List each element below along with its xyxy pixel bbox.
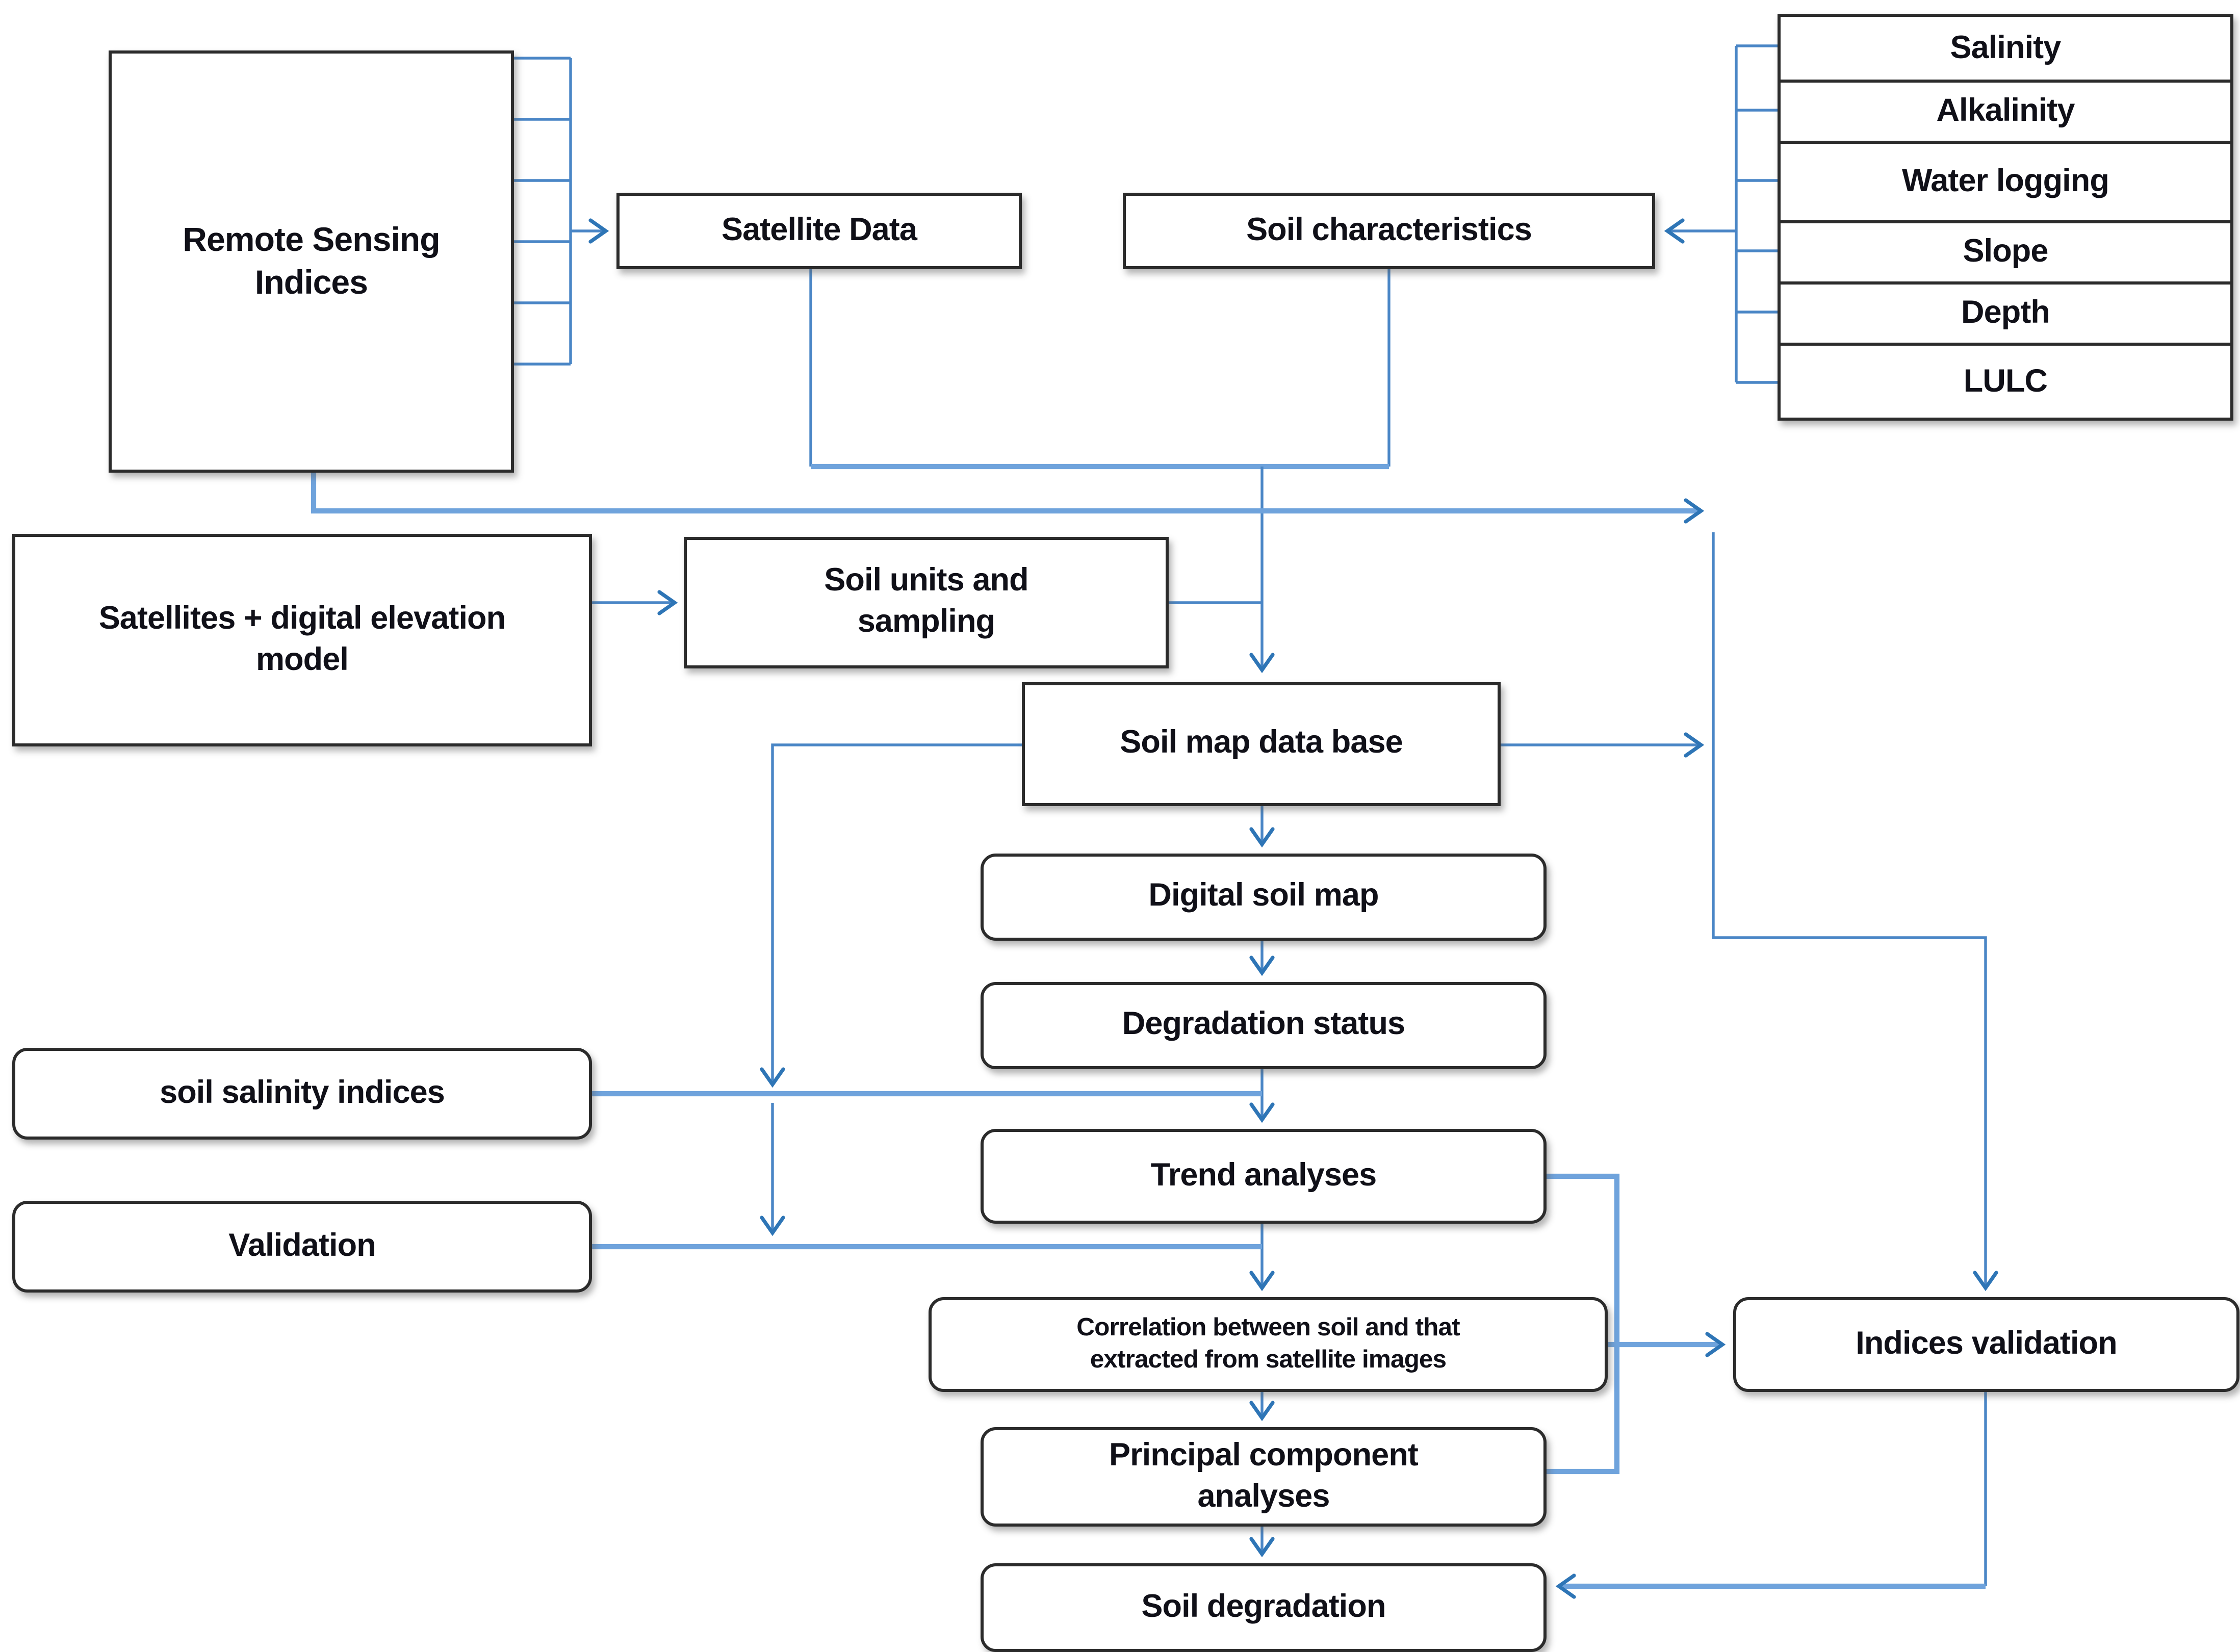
table-row-water-logging: Water logging	[1781, 144, 2230, 223]
node-validation-label: Validation	[228, 1227, 376, 1263]
node-satellite-data-label: Satellite Data	[721, 212, 917, 247]
connector-right-route-to-indices-validation	[1712, 532, 1998, 1292]
node-degradation-status-label: Degradation status	[1122, 1006, 1405, 1042]
table-row-salinity-label: Salinity	[1950, 30, 2062, 65]
node-pca: Principal component analyses	[981, 1427, 1547, 1527]
node-soil-degradation: Soil degradation	[981, 1563, 1547, 1652]
node-soil-units: Soil units and sampling	[684, 537, 1169, 668]
node-remote-sensing-indices: Remote Sensing Indices	[109, 50, 514, 473]
node-soil-salinity-indices: soil salinity indices	[12, 1048, 592, 1140]
node-soil-degradation-label: Soil degradation	[1141, 1588, 1386, 1624]
table-row-slope-label: Slope	[1963, 234, 2048, 269]
node-soil-characteristics: Soil characteristics	[1123, 193, 1655, 269]
node-correlation: Correlation between soil and that extrac…	[929, 1297, 1608, 1392]
table-row-lulc-label: LULC	[1963, 363, 2048, 399]
table-row-depth: Depth	[1781, 285, 2230, 346]
table-row-slope: Slope	[1781, 223, 2230, 285]
node-indices-validation-label: Indices validation	[1856, 1325, 2117, 1361]
node-degradation-status: Degradation status	[981, 982, 1547, 1069]
node-digital-soil-map: Digital soil map	[981, 854, 1547, 941]
table-row-lulc: LULC	[1781, 346, 2230, 418]
node-soil-units-label: Soil units and sampling	[824, 563, 1028, 639]
node-remote-sensing-indices-label: Remote Sensing Indices	[183, 220, 440, 301]
node-soil-map-db-label: Soil map data base	[1120, 725, 1403, 761]
node-trend-analyses-label: Trend analyses	[1150, 1157, 1377, 1193]
soil-characteristics-table: Salinity Alkalinity Water logging Slope …	[1778, 14, 2233, 421]
arrow-rsi-long-right	[311, 473, 1705, 524]
node-soil-characteristics-label: Soil characteristics	[1246, 212, 1532, 247]
node-satellite-data: Satellite Data	[616, 193, 1022, 269]
table-row-water-logging-label: Water logging	[1902, 164, 2109, 199]
table-row-salinity: Salinity	[1781, 17, 2230, 83]
node-digital-soil-map-label: Digital soil map	[1148, 878, 1379, 914]
connector-db-left-down-1	[760, 743, 1022, 1088]
node-pca-label: Principal component analyses	[1109, 1437, 1419, 1514]
table-row-alkalinity: Alkalinity	[1781, 83, 2230, 144]
node-satellites-dem: Satellites + digital elevation model	[12, 534, 592, 746]
table-row-alkalinity-label: Alkalinity	[1936, 93, 2075, 128]
connector-trend-pca-bracket	[1547, 1173, 1620, 1475]
table-row-depth-label: Depth	[1961, 295, 2050, 330]
node-soil-map-db: Soil map data base	[1022, 682, 1501, 806]
node-validation: Validation	[12, 1201, 592, 1293]
node-trend-analyses: Trend analyses	[981, 1129, 1547, 1224]
node-indices-validation: Indices validation	[1733, 1297, 2239, 1392]
node-satellites-dem-label: Satellites + digital elevation model	[98, 600, 506, 677]
node-correlation-label: Correlation between soil and that extrac…	[1076, 1313, 1460, 1374]
node-soil-salinity-indices-label: soil salinity indices	[160, 1074, 445, 1110]
